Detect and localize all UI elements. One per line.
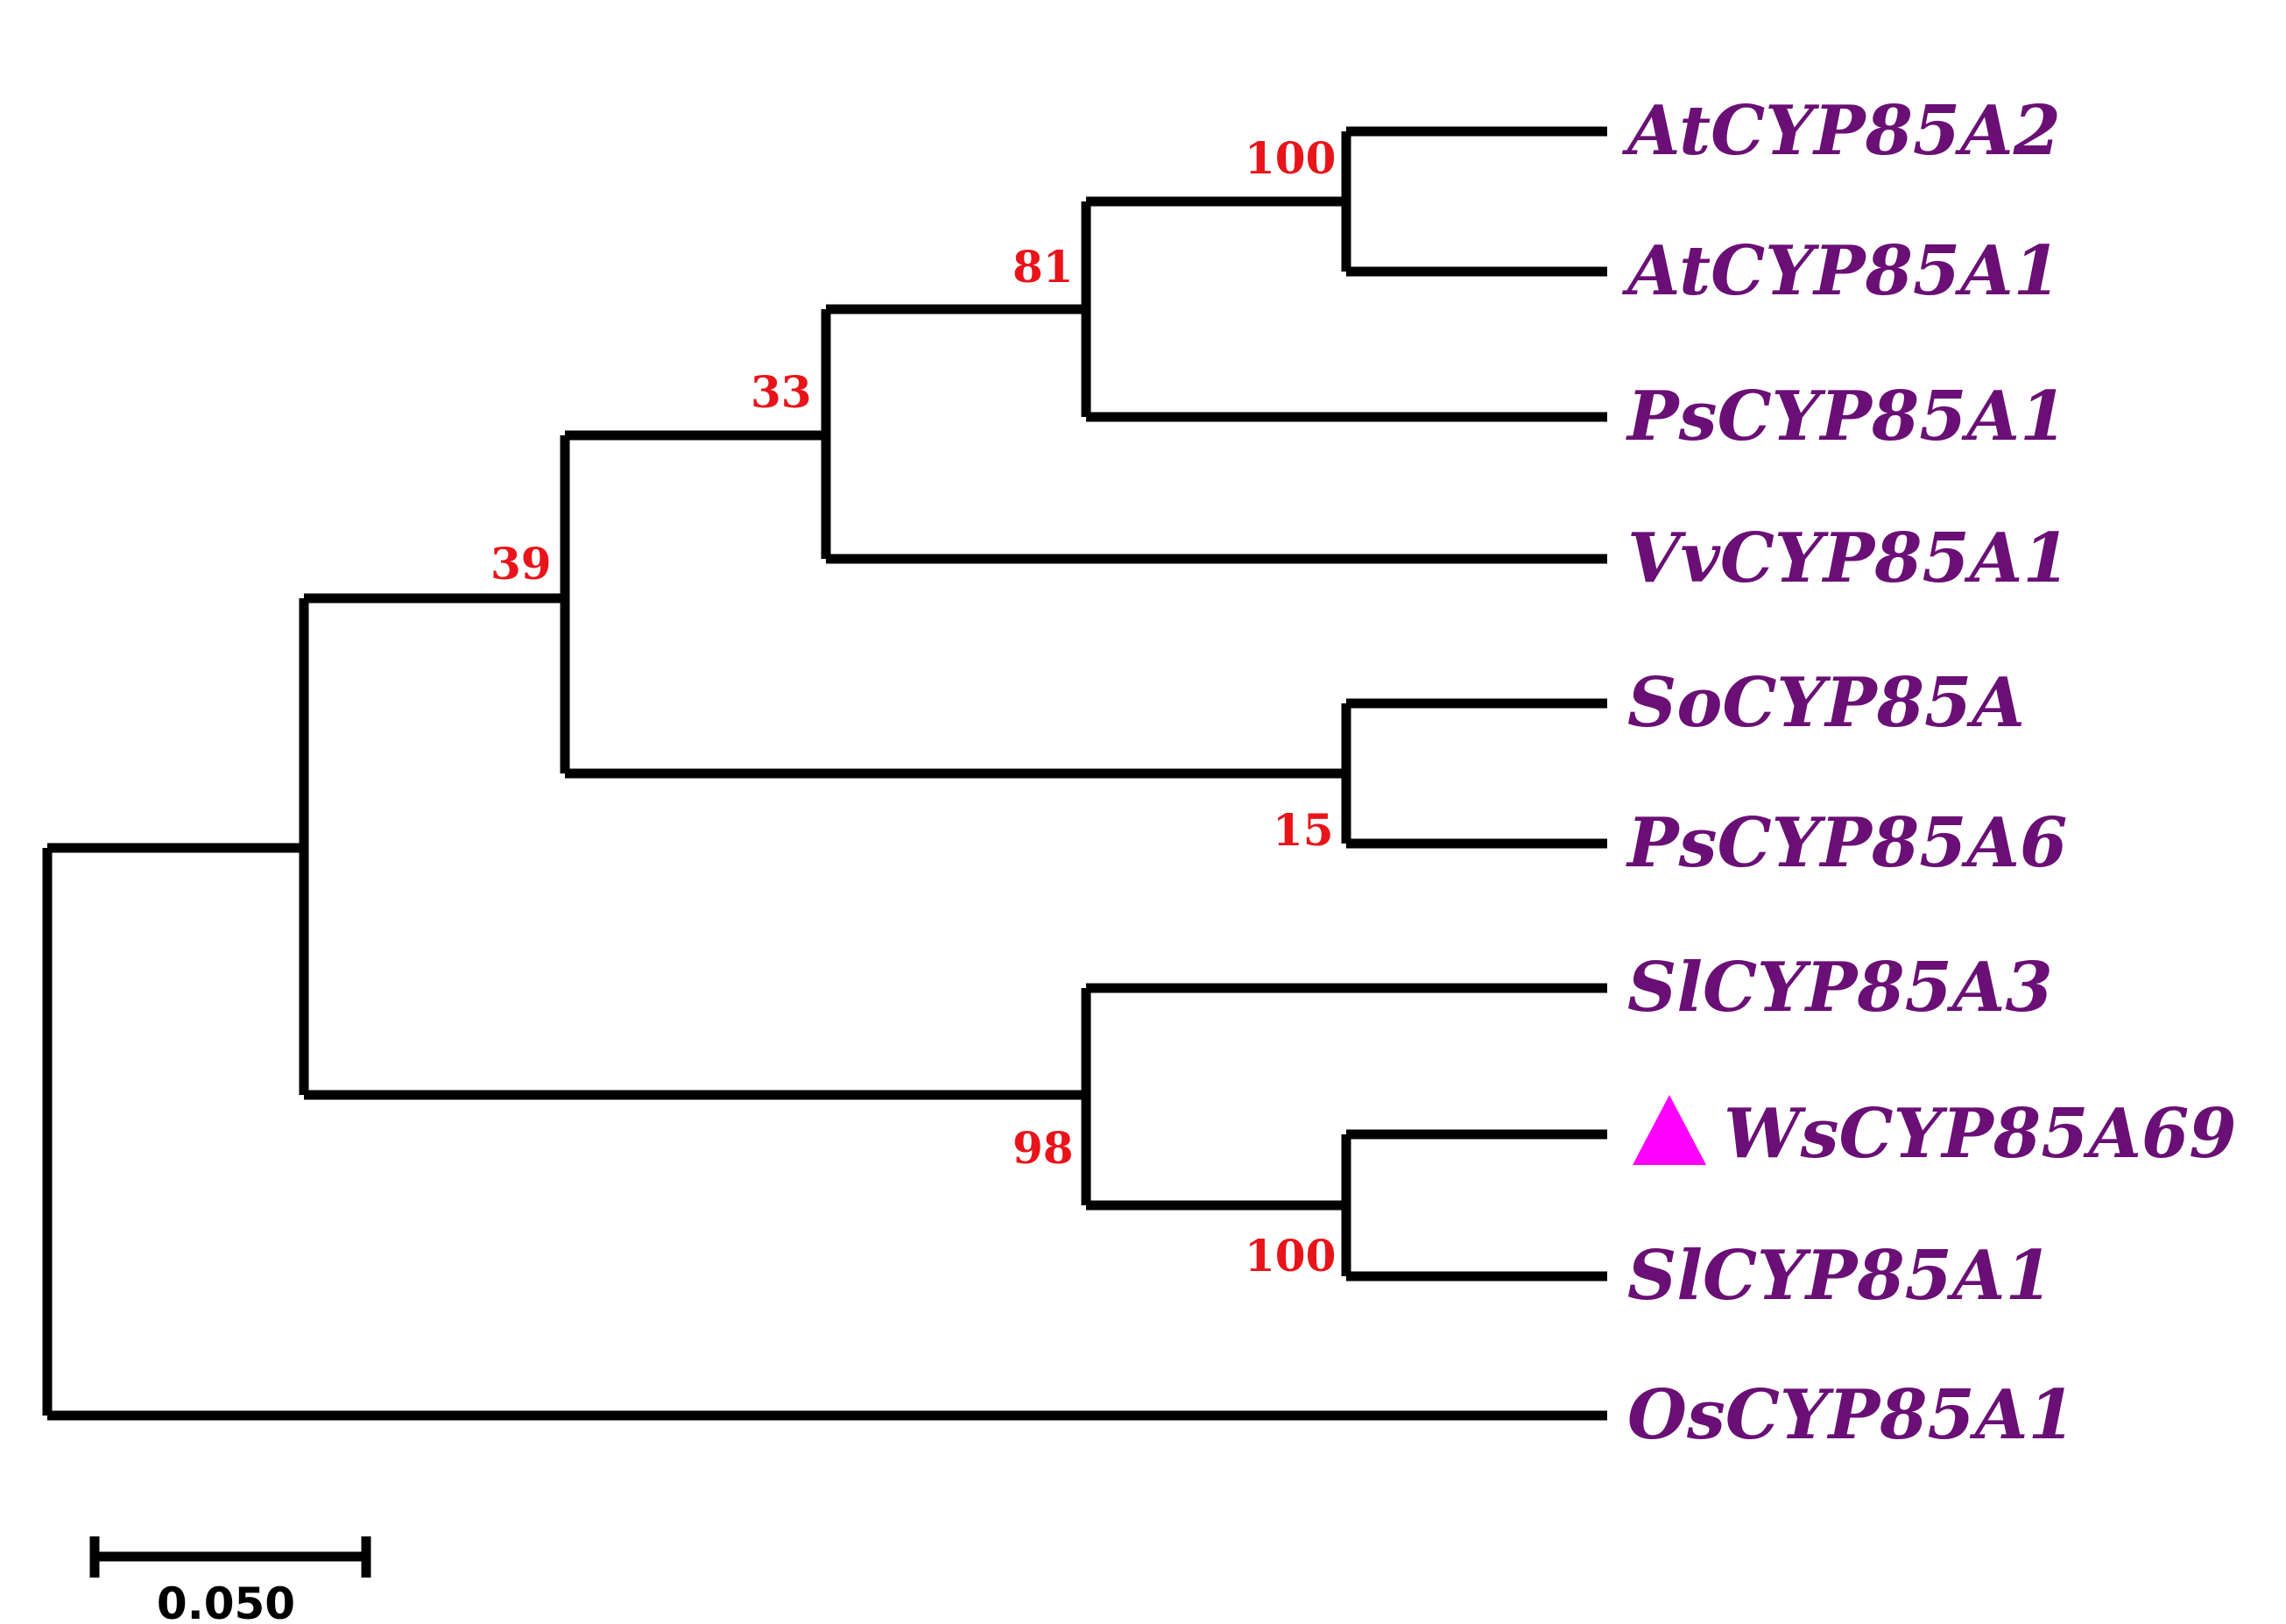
taxon-label-ps85a6: PsCYP85A6: [1626, 803, 2067, 883]
taxon-label-at85a2: AtCYP85A2: [1621, 91, 2061, 171]
taxon-label-sl85a3: SlCYP85A3: [1627, 948, 2053, 1027]
taxon-label-so85a: SoCYP85A: [1627, 663, 2025, 743]
taxon-label-at85a1: AtCYP85A1: [1621, 231, 2061, 311]
bootstrap-value: 33: [751, 366, 812, 418]
taxon-labels: AtCYP85A2 AtCYP85A1 PsCYP85A1 VvCYP85A1 …: [1621, 91, 2237, 1455]
bootstrap-value: 100: [1245, 1230, 1336, 1282]
bootstrap-labels: 100 81 33 39 15 98 100: [490, 132, 1336, 1282]
taxon-label-os85a1: OsCYP85A1: [1627, 1375, 2076, 1455]
triangle-marker-icon: [1633, 1095, 1706, 1165]
bootstrap-value: 98: [1012, 1122, 1074, 1174]
bootstrap-value: 39: [490, 538, 552, 590]
taxon-label-sl85a1: SlCYP85A1: [1627, 1236, 2053, 1316]
tree-branches: [42, 126, 1607, 1421]
bootstrap-value: 15: [1273, 804, 1334, 856]
scale-bar: 0.050: [89, 1536, 371, 1624]
taxon-label-ws85a69: WsCYP85A69: [1724, 1094, 2237, 1174]
bootstrap-value: 100: [1245, 132, 1336, 184]
taxon-label-ps85a1: PsCYP85A1: [1626, 377, 2067, 456]
taxon-label-vv85a1: VvCYP85A1: [1627, 519, 2071, 598]
bootstrap-value: 81: [1012, 241, 1074, 293]
scale-bar-label: 0.050: [157, 1578, 295, 1624]
